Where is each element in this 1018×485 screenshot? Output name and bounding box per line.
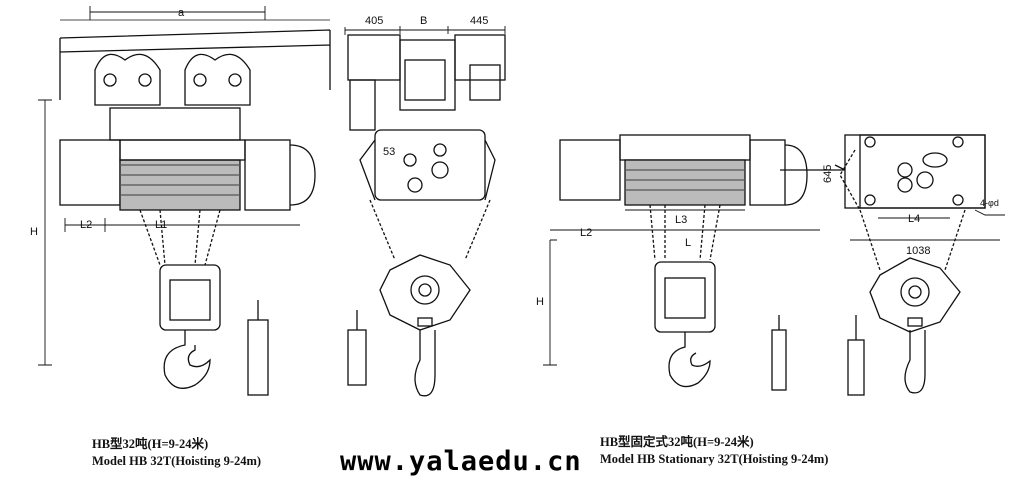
dim-l1: L1 — [155, 219, 167, 231]
dim-l: L — [685, 237, 691, 249]
dim-l2-stationary: L2 — [580, 227, 592, 239]
side-view-trolley-hoist — [344, 26, 506, 397]
dim-645: 645 — [822, 165, 834, 183]
dim-445: 445 — [470, 15, 488, 27]
dim-a: a — [178, 7, 185, 19]
dim-1038: 1038 — [906, 245, 930, 257]
dim-b: B — [420, 15, 427, 27]
caption-right-cn: HB型固定式32吨(H=9-24米) — [600, 435, 754, 449]
dim-53: 53 — [383, 146, 395, 158]
dim-l4: L4 — [908, 213, 920, 225]
dim-h: H — [30, 226, 38, 238]
caption-right-en: Model HB Stationary 32T(Hoisting 9-24m) — [600, 452, 829, 466]
dim-l2: L2 — [80, 219, 92, 231]
dim-4-phi-d: 4-φd — [980, 198, 999, 208]
dim-l3: L3 — [675, 214, 687, 226]
front-view-trolley-hoist — [38, 6, 331, 396]
caption-left-en: Model HB 32T(Hoisting 9-24m) — [92, 454, 262, 468]
dim-405: 405 — [365, 15, 383, 27]
dim-h-stationary: H — [536, 296, 544, 308]
front-view-stationary-hoist — [543, 134, 820, 391]
watermark: www.yalaedu.cn — [336, 446, 586, 478]
caption-stationary-hoist: HB型固定式32吨(H=9-24米) Model HB Stationary 3… — [600, 434, 828, 468]
caption-trolley-hoist: HB型32吨(H=9-24米) Model HB 32T(Hoisting 9-… — [92, 436, 261, 470]
side-view-stationary-hoist — [780, 134, 1005, 396]
caption-left-cn: HB型32吨(H=9-24米) — [92, 437, 209, 451]
